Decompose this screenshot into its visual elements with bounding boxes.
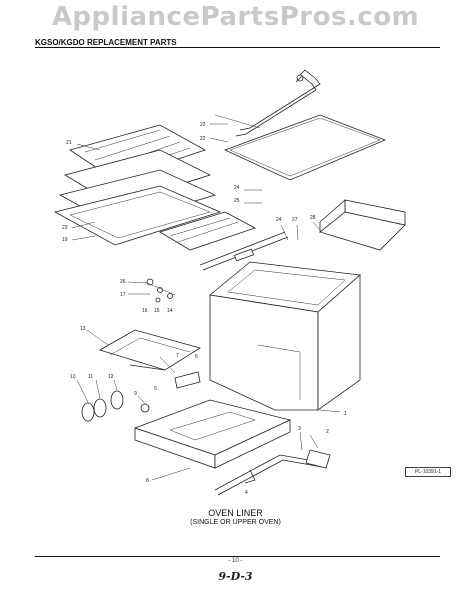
- svg-text:8: 8: [146, 478, 149, 484]
- svg-text:2: 2: [326, 429, 329, 435]
- svg-text:24: 24: [276, 217, 282, 223]
- burner-tube: [199, 231, 289, 271]
- svg-text:4: 4: [245, 490, 248, 496]
- svg-text:23: 23: [62, 225, 68, 231]
- svg-text:14: 14: [167, 308, 173, 314]
- page-title: KGSO/KGDO REPLACEMENT PARTS: [35, 38, 177, 47]
- diagram-caption: OVEN LINER: [208, 508, 263, 518]
- callout-numbers: 21 23 19 22 22 24 25 24 27 28 26 17 16 1…: [62, 122, 347, 496]
- page-number: - 10 -: [228, 558, 243, 564]
- broiler-box: [319, 199, 406, 251]
- svg-text:28: 28: [310, 215, 316, 221]
- svg-text:1: 1: [344, 411, 347, 417]
- svg-text:10: 10: [70, 374, 76, 380]
- svg-text:21: 21: [66, 140, 72, 146]
- oven-liner: [209, 261, 361, 411]
- svg-text:15: 15: [154, 308, 160, 314]
- svg-text:6: 6: [195, 354, 198, 360]
- hose-clamps: [81, 390, 150, 422]
- rack-support: [98, 329, 201, 371]
- svg-text:3: 3: [298, 426, 301, 432]
- mount-bracket: [174, 371, 201, 389]
- small-fasteners: [144, 278, 176, 303]
- watermark: AppliancePartsPros.com: [51, 2, 420, 32]
- svg-text:22: 22: [200, 136, 206, 142]
- bottom-tray: [133, 399, 292, 469]
- diagram-subcaption: (SINGLE OR UPPER OVEN): [190, 519, 281, 526]
- svg-text:25: 25: [234, 198, 240, 204]
- svg-text:22: 22: [200, 122, 206, 128]
- svg-text:27: 27: [292, 217, 298, 223]
- footer-divider: [35, 556, 440, 557]
- svg-text:7: 7: [176, 353, 179, 359]
- broil-element: [214, 69, 321, 137]
- svg-text:16: 16: [142, 308, 148, 314]
- svg-text:17: 17: [120, 292, 126, 298]
- svg-text:11: 11: [88, 374, 93, 380]
- svg-text:5: 5: [154, 386, 157, 392]
- svg-text:19: 19: [62, 237, 68, 243]
- svg-text:9: 9: [134, 391, 137, 397]
- gas-tube: [214, 449, 331, 496]
- svg-text:24: 24: [234, 185, 240, 191]
- bottom-panel: [223, 114, 387, 181]
- handwritten-note: 9-D-3: [218, 570, 253, 583]
- svg-text:26: 26: [120, 279, 126, 285]
- svg-text:12: 12: [108, 374, 114, 380]
- tray-stack: [53, 149, 222, 246]
- svg-text:13: 13: [80, 326, 86, 332]
- callout-leaders: [71, 123, 341, 481]
- heat-deflector: [159, 211, 257, 251]
- part-list-tag: PL-10391-1: [405, 467, 451, 477]
- header-divider: [35, 47, 440, 48]
